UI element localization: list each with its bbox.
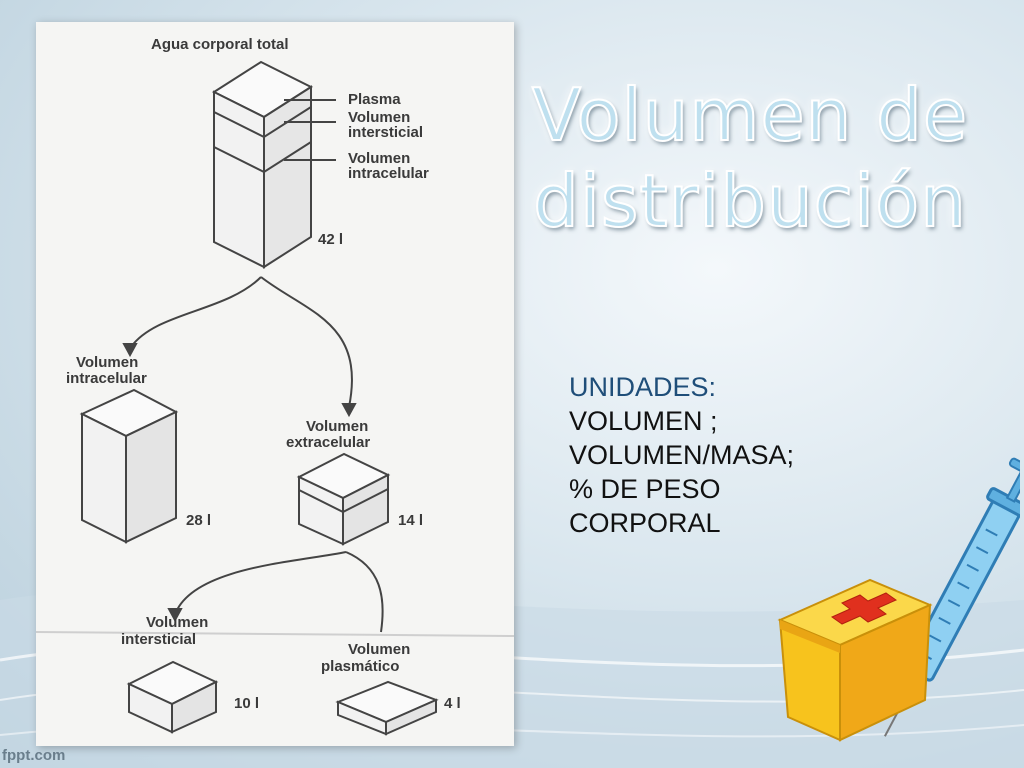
- total-water-column: [211, 60, 314, 269]
- arrowhead-right: [341, 403, 357, 418]
- plasm-value: 4 l: [444, 695, 461, 712]
- title-line-2: distribución: [532, 158, 967, 244]
- plasma-slab: [335, 680, 439, 736]
- first-aid-box-icon: [777, 578, 933, 742]
- legend-interstitial-l2: intersticial: [348, 124, 423, 141]
- extra-label-l2: extracelular: [286, 434, 370, 451]
- total-value: 42 l: [318, 231, 343, 248]
- interstitial-cube: [126, 660, 219, 734]
- intra-label-l2: intracelular: [66, 370, 147, 387]
- title-line-1: Volumen de: [531, 72, 969, 158]
- legend-intracellular-l2: intracelular: [348, 165, 429, 182]
- arrowhead-interstitial: [167, 608, 183, 623]
- plasm-label-l1: Volumen: [348, 641, 410, 658]
- slide-title: Volumen de distribución: [515, 72, 985, 244]
- inter-label-l1: Volumen: [146, 614, 208, 631]
- arrow-to-extracellular: [260, 276, 353, 408]
- arrow-to-intracellular: [130, 276, 262, 348]
- arrowhead-left: [122, 343, 138, 358]
- intra-value: 28 l: [186, 512, 211, 529]
- units-line-1: VOLUMEN ;: [569, 406, 718, 436]
- paper-fold: [36, 631, 514, 637]
- plasm-label-l2: plasmático: [321, 658, 399, 675]
- legend-plasma: Plasma: [348, 91, 401, 108]
- arrow-to-interstitial: [175, 551, 347, 613]
- diagram-top-title: Agua corporal total: [151, 36, 289, 53]
- extra-label-l1: Volumen: [306, 418, 368, 435]
- units-text: UNIDADES: VOLUMEN ; VOLUMEN/MASA; % DE P…: [569, 370, 899, 540]
- legend-interstitial-l1: Volumen: [348, 109, 410, 126]
- intra-label-l1: Volumen: [76, 354, 138, 371]
- units-heading: UNIDADES:: [569, 372, 717, 402]
- diagram-canvas: Agua corporal total Plasma Volumen inter…: [36, 36, 514, 736]
- extra-value: 14 l: [398, 512, 423, 529]
- inter-label-l2: intersticial: [121, 631, 196, 648]
- legend-intracellular-l1: Volumen: [348, 150, 410, 167]
- body-water-diagram: Agua corporal total Plasma Volumen inter…: [36, 22, 514, 746]
- extracellular-cube: [296, 452, 391, 546]
- units-line-2: VOLUMEN/MASA;: [569, 440, 795, 470]
- intracellular-box: [79, 388, 179, 544]
- arrow-to-plasma: [345, 551, 384, 633]
- units-line-4: CORPORAL: [569, 508, 721, 538]
- footer-brand: fppt.com: [2, 747, 66, 764]
- inter-value: 10 l: [234, 695, 259, 712]
- units-line-3: % DE PESO: [569, 474, 721, 504]
- medical-kit-icon: [777, 457, 1020, 742]
